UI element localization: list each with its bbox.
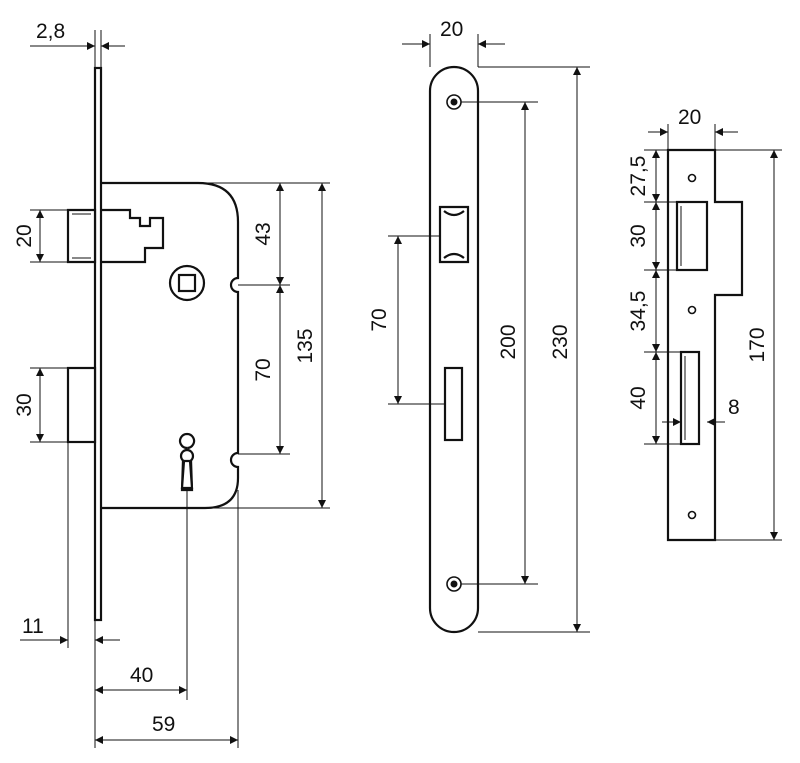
strike-bolt-opening [679, 350, 701, 446]
strike-screw-hole-top [687, 173, 697, 183]
dim-label-body-depth: 59 [152, 713, 175, 736]
latch-bolt [66, 208, 165, 264]
dim-label-total-length: 230 [549, 324, 572, 359]
dim-label-strike-lip: 8 [728, 396, 740, 419]
dead-bolt [66, 366, 97, 444]
dim-label-faceplate-width: 20 [440, 18, 463, 41]
dim-label-latch-to-bolt: 70 [368, 308, 391, 331]
strike-plate-view: 20 27,5 30 34,5 40 8 170 [627, 106, 782, 542]
latch-opening [438, 205, 470, 264]
dim-label-strike-latch-opening: 30 [627, 224, 650, 247]
handle-follower [168, 264, 206, 302]
dim-label-handle-to-top: 43 [252, 222, 275, 245]
strike-latch-opening [675, 200, 709, 272]
dim-label-strike-top-offset: 27,5 [627, 156, 650, 197]
bolt-opening [443, 366, 464, 442]
dim-label-strike-bolt-opening: 40 [627, 386, 650, 409]
dim-label-bolt-height: 30 [13, 393, 36, 416]
dim-label-handle-to-keyhole: 70 [252, 358, 275, 381]
faceplate-strip [93, 66, 103, 622]
dim-label-strike-width: 20 [678, 106, 701, 129]
bottom-screw-hole [446, 576, 462, 592]
dim-label-faceplate-offset: 11 [22, 615, 44, 638]
lock-case-outline [101, 181, 240, 510]
strike-screw-hole-middle [687, 305, 697, 315]
dim-label-latch-height: 20 [13, 224, 36, 247]
top-screw-hole [446, 94, 462, 110]
dim-label-faceplate-thickness: 2,8 [36, 20, 65, 43]
dim-label-backset: 40 [130, 664, 153, 687]
faceplate-outline [428, 65, 480, 634]
dim-label-strike-gap: 34,5 [627, 291, 650, 332]
dim-label-body-height: 135 [294, 328, 317, 363]
lock-body-view: 2,8 20 30 43 70 135 11 40 59 [13, 20, 330, 748]
faceplate-view: 20 70 200 230 [368, 18, 590, 634]
dim-label-screw-spacing: 200 [497, 324, 520, 359]
strike-screw-hole-bottom [687, 510, 697, 520]
dim-label-strike-total-length: 170 [746, 327, 769, 362]
strike-plate-outline [666, 148, 744, 542]
